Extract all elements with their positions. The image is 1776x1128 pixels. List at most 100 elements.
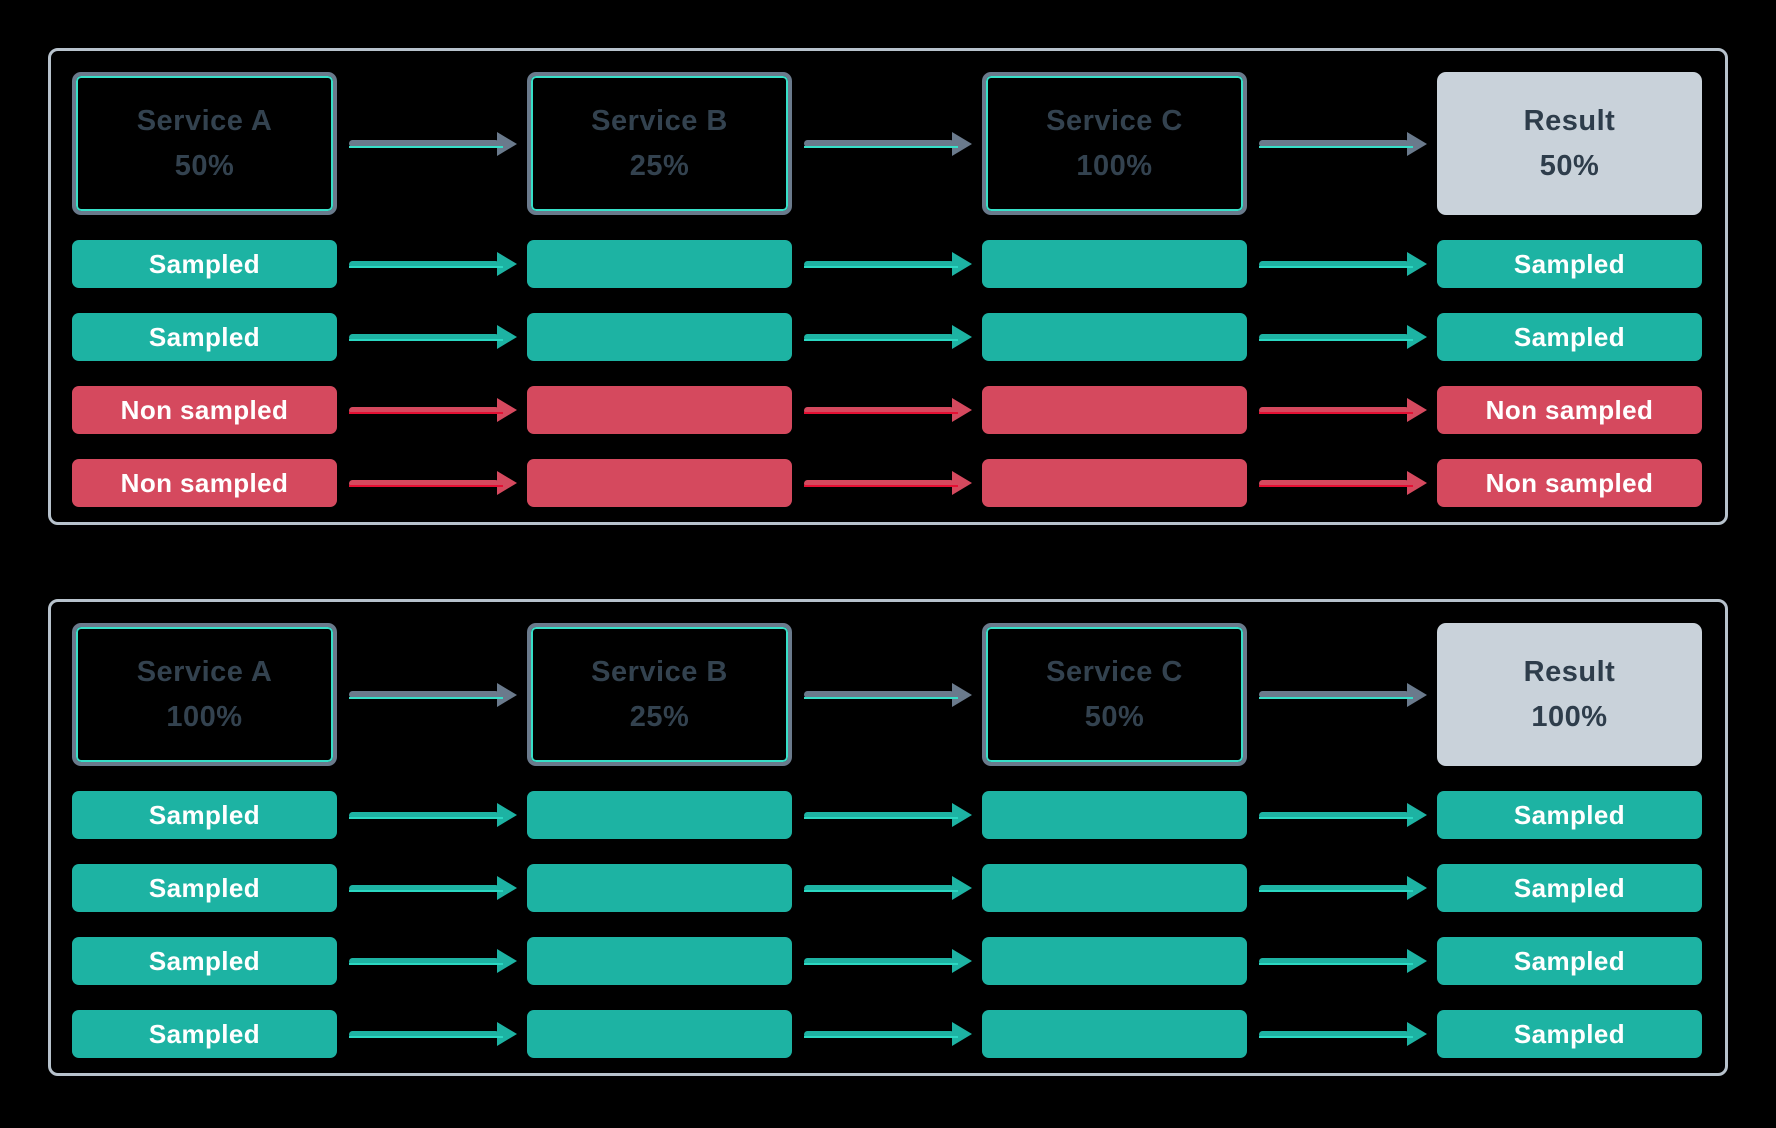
arrow-accent-line	[804, 1036, 958, 1038]
arrow-accent-line	[804, 696, 958, 699]
arrow-head	[1407, 471, 1427, 495]
arrow-shaft	[804, 260, 954, 268]
result-box: Result 100%	[1437, 623, 1702, 766]
arrow-accent-line	[1259, 1036, 1413, 1038]
arrow-head	[497, 949, 517, 973]
arrow-head	[952, 131, 972, 156]
trace-arrow-icon	[337, 398, 527, 422]
trace-label: Sampled	[1513, 248, 1626, 279]
arrow-shaft	[1259, 957, 1409, 965]
trace-label: Sampled	[148, 321, 261, 352]
trace-bar	[527, 937, 792, 985]
trace-arrow-icon	[1247, 803, 1437, 827]
arrow-shaft	[804, 1030, 954, 1038]
trace-bar	[982, 937, 1247, 985]
arrow-accent-line	[1259, 339, 1413, 341]
arrow-head	[952, 949, 972, 973]
service-name: Service C	[1046, 104, 1183, 137]
trace-arrow-icon	[337, 325, 527, 349]
trace-arrow-icon	[337, 252, 527, 276]
trace-label: Non sampled	[1485, 394, 1654, 425]
service-b-box: Service B 25%	[527, 72, 792, 215]
arrow-shaft	[804, 691, 954, 698]
trace-bar	[982, 1010, 1247, 1058]
arrow-head	[497, 325, 517, 349]
trace-arrow-icon	[337, 1022, 527, 1046]
trace-arrow-icon	[1247, 252, 1437, 276]
arrow-accent-line	[349, 485, 503, 487]
trace-label-box: Sampled	[72, 937, 337, 985]
arrow-shaft	[349, 811, 499, 819]
trace-arrow-icon	[792, 325, 982, 349]
trace-arrow-icon	[1247, 949, 1437, 973]
service-sampling-rate: 100%	[166, 700, 243, 733]
trace-label-box: Non sampled	[1437, 459, 1702, 507]
service-a-box: Service A 50%	[72, 72, 337, 215]
arrow-shaft	[804, 957, 954, 965]
arrow-accent-line	[1259, 266, 1413, 268]
arrow-shaft	[804, 333, 954, 341]
arrow-shaft	[349, 333, 499, 341]
arrow-head	[952, 471, 972, 495]
trace-label: Sampled	[148, 945, 261, 976]
trace-label-box: Sampled	[1437, 1010, 1702, 1058]
arrow-a-to-b-icon	[337, 682, 527, 707]
arrow-head	[1407, 325, 1427, 349]
service-sampling-rate: 50%	[1084, 700, 1145, 733]
arrow-head	[497, 803, 517, 827]
trace-label-box: Sampled	[1437, 937, 1702, 985]
arrow-head	[1407, 131, 1427, 156]
arrow-shaft	[1259, 1030, 1409, 1038]
service-name: Service B	[591, 104, 728, 137]
arrow-accent-line	[349, 963, 503, 965]
arrow-shaft	[804, 884, 954, 892]
arrow-c-to-result-icon	[1247, 131, 1437, 156]
trace-label: Non sampled	[120, 394, 289, 425]
trace-label: Non sampled	[1485, 467, 1654, 498]
trace-label-box: Sampled	[72, 791, 337, 839]
result-label: Result	[1523, 104, 1616, 137]
arrow-shaft	[804, 479, 954, 487]
arrow-accent-line	[349, 266, 503, 268]
arrow-head	[952, 252, 972, 276]
arrow-accent-line	[349, 1036, 503, 1038]
arrow-c-to-result-icon	[1247, 682, 1437, 707]
trace-arrow-icon	[792, 876, 982, 900]
trace-arrow-icon	[792, 398, 982, 422]
arrow-head	[1407, 252, 1427, 276]
scenario-panel-100: Service A 100% Service B 25% Service C 5…	[48, 599, 1728, 1076]
trace-label-box: Non sampled	[1437, 386, 1702, 434]
trace-arrow-icon	[792, 1022, 982, 1046]
trace-bar	[527, 1010, 792, 1058]
arrow-accent-line	[804, 412, 958, 414]
arrow-accent-line	[804, 145, 958, 148]
trace-label: Sampled	[148, 799, 261, 830]
trace-arrow-icon	[792, 471, 982, 495]
arrow-shaft	[1259, 140, 1409, 147]
trace-bar	[527, 313, 792, 361]
arrow-accent-line	[349, 145, 503, 148]
trace-label: Sampled	[1513, 872, 1626, 903]
arrow-accent-line	[804, 485, 958, 487]
arrow-accent-line	[1259, 412, 1413, 414]
result-rate: 100%	[1531, 700, 1608, 733]
trace-bar	[527, 386, 792, 434]
trace-bar	[982, 864, 1247, 912]
arrow-accent-line	[1259, 696, 1413, 699]
arrow-accent-line	[804, 817, 958, 819]
result-label: Result	[1523, 655, 1616, 688]
arrow-accent-line	[349, 817, 503, 819]
arrow-accent-line	[349, 339, 503, 341]
arrow-shaft	[1259, 884, 1409, 892]
service-name: Service A	[136, 655, 273, 688]
arrow-shaft	[349, 260, 499, 268]
arrow-shaft	[349, 884, 499, 892]
service-name: Service C	[1046, 655, 1183, 688]
trace-bar	[527, 240, 792, 288]
trace-label-box: Sampled	[1437, 864, 1702, 912]
trace-arrow-icon	[1247, 398, 1437, 422]
trace-bar	[982, 240, 1247, 288]
trace-label-box: Sampled	[1437, 240, 1702, 288]
trace-arrow-icon	[337, 803, 527, 827]
